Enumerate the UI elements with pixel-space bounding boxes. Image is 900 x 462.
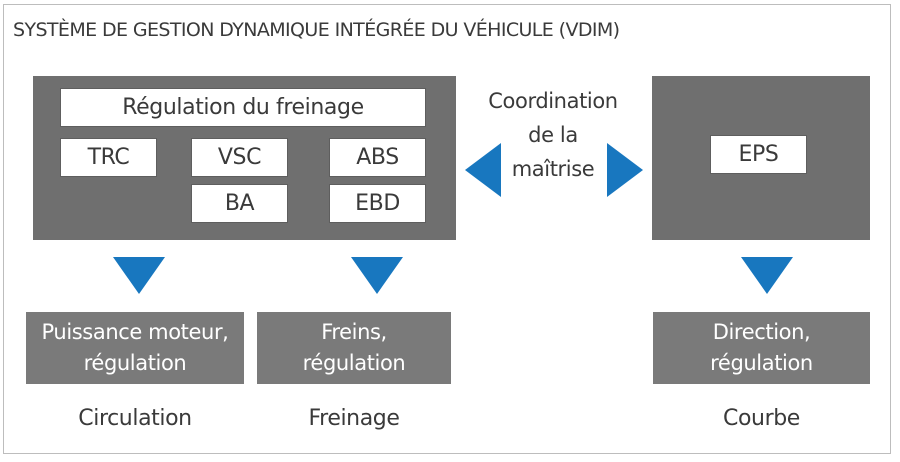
coordination-line-1: Coordination bbox=[488, 89, 618, 113]
brake-control-panel: Régulation du freinage TRC VSC ABS BA EB… bbox=[33, 76, 456, 240]
brake-regulation-box: Régulation du freinage bbox=[60, 88, 426, 127]
brake-regulation-output-box: Freins, régulation bbox=[257, 312, 451, 384]
coordination-label: Coordination de la maîtrise bbox=[472, 84, 634, 186]
coordination-line-2: de la bbox=[528, 123, 578, 147]
arrow-down-icon bbox=[741, 257, 793, 294]
arrow-down-icon bbox=[351, 257, 403, 294]
output-line: régulation bbox=[710, 351, 813, 375]
caption-circulation: Circulation bbox=[78, 406, 192, 431]
ebd-box: EBD bbox=[329, 184, 426, 223]
engine-power-regulation-box: Puissance moteur, régulation bbox=[26, 312, 244, 384]
output-line: régulation bbox=[83, 351, 187, 375]
ba-box: BA bbox=[191, 184, 288, 223]
abs-box: ABS bbox=[329, 138, 426, 177]
steering-regulation-box: Direction, régulation bbox=[653, 312, 870, 384]
arrow-right-icon bbox=[607, 143, 643, 197]
output-line: Direction, bbox=[712, 320, 811, 344]
trc-box: TRC bbox=[60, 138, 157, 177]
vsc-box: VSC bbox=[191, 138, 288, 177]
steering-control-panel: EPS bbox=[652, 76, 870, 240]
arrow-down-icon bbox=[113, 257, 165, 294]
eps-box: EPS bbox=[710, 135, 807, 174]
coordination-line-3: maîtrise bbox=[511, 157, 595, 181]
diagram-title: SYSTÈME DE GESTION DYNAMIQUE INTÉGRÉE DU… bbox=[13, 19, 620, 41]
diagram-frame bbox=[3, 4, 891, 454]
caption-courbe: Courbe bbox=[723, 406, 800, 431]
arrow-left-icon bbox=[465, 143, 501, 197]
caption-freinage: Freinage bbox=[308, 406, 400, 431]
output-line: Freins, bbox=[321, 320, 387, 344]
output-line: Puissance moteur, bbox=[41, 320, 229, 344]
output-line: régulation bbox=[302, 351, 406, 375]
